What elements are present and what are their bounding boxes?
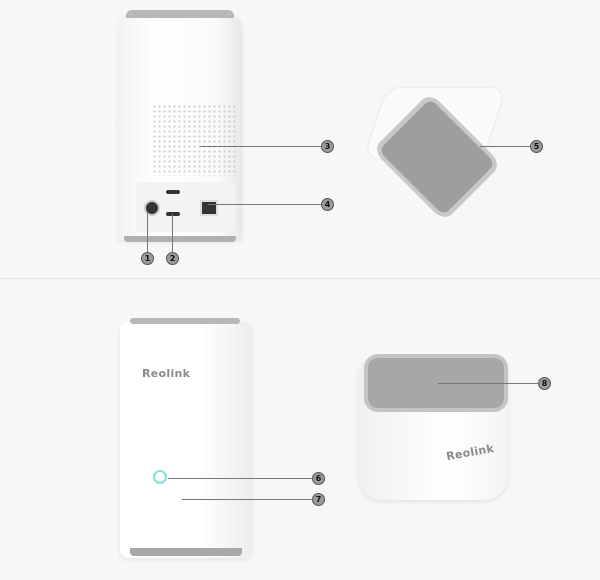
- callout-8: 8: [538, 377, 551, 390]
- callout-6: 6: [312, 472, 325, 485]
- callout-2: 2: [166, 252, 179, 265]
- usb-port-top: [166, 190, 180, 194]
- brand-logo-cube: Reolink: [445, 441, 496, 464]
- hub-front-view: Reolink: [120, 318, 252, 558]
- cube-front-view: Reolink: [358, 354, 508, 500]
- callout-1: 1: [141, 252, 154, 265]
- callout-4: 4: [321, 198, 334, 211]
- callout-5: 5: [530, 140, 543, 153]
- port-panel: [136, 182, 236, 232]
- cube-bottom-view: [364, 88, 506, 222]
- callout-3: 3: [321, 140, 334, 153]
- speaker-grille: [152, 104, 238, 176]
- status-led: [153, 470, 167, 484]
- usb-port-bottom: [166, 212, 180, 216]
- callout-7: 7: [312, 493, 325, 506]
- brand-logo: Reolink: [142, 367, 191, 380]
- power-port: [144, 200, 160, 216]
- ethernet-port: [200, 200, 218, 216]
- section-divider: [0, 278, 600, 279]
- hub-back-view: [118, 10, 242, 242]
